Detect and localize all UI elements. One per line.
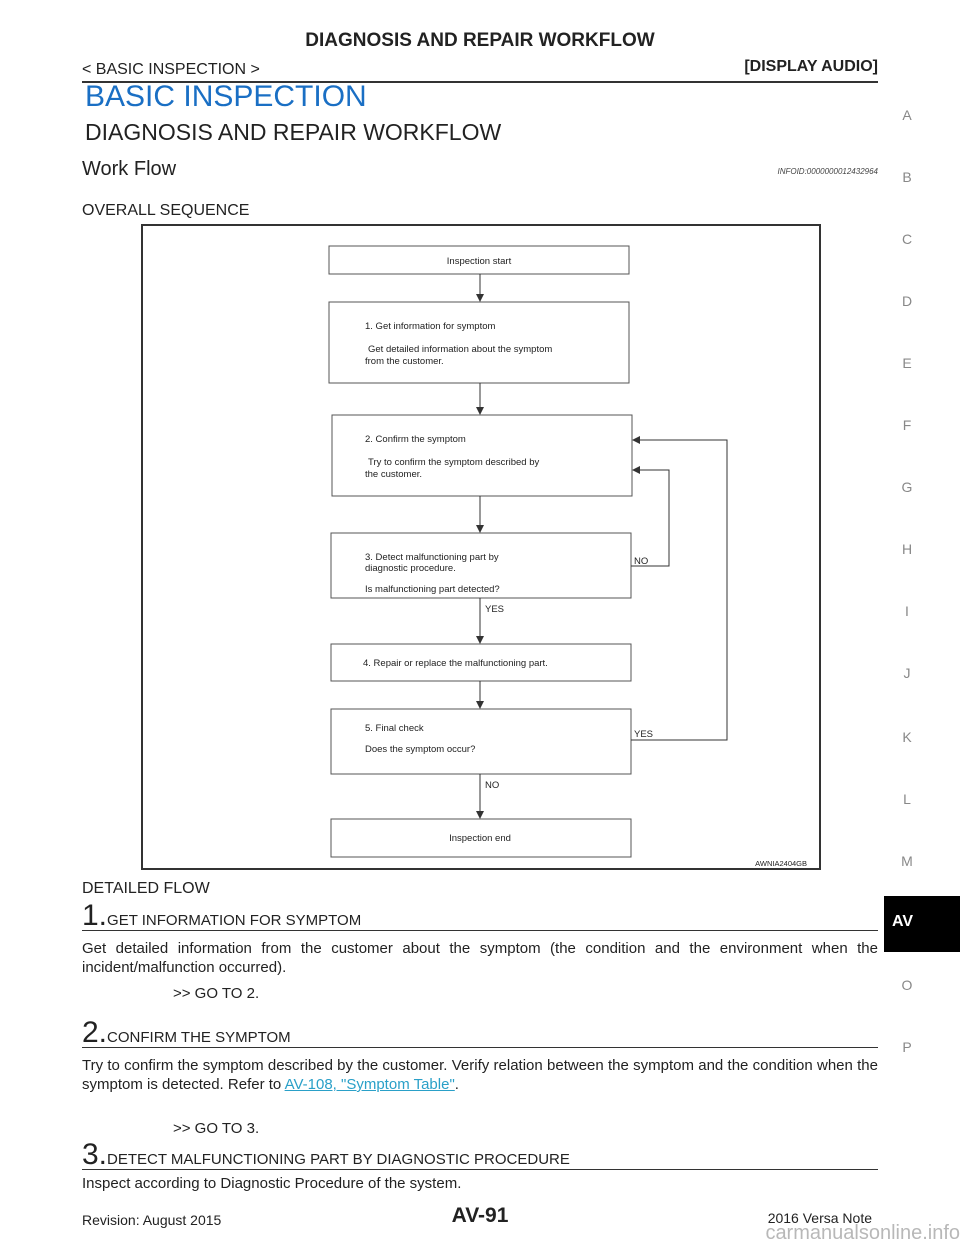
step-1-number: 1. (82, 899, 108, 932)
box-end (330, 818, 632, 858)
side-index-d[interactable]: D (901, 293, 913, 309)
box-2 (331, 414, 633, 497)
step-2-text: Try to confirm the symptom described by … (82, 1057, 878, 1093)
box-5 (330, 708, 632, 775)
box2-line3: the customer. (365, 469, 422, 480)
side-index-k[interactable]: K (902, 729, 912, 745)
side-index-m[interactable]: M (901, 853, 913, 869)
box5-line2: Does the symptom occur? (365, 744, 475, 755)
step-2-goto: >> GO TO 3. (173, 1120, 260, 1137)
watermark: carmanualsonline.info (765, 1222, 960, 1244)
subsection-title: DIAGNOSIS AND REPAIR WORKFLOW (85, 119, 502, 145)
box3-line3: Is malfunctioning part detected? (365, 584, 500, 595)
side-index-i[interactable]: I (905, 603, 909, 619)
side-index-e[interactable]: E (902, 355, 912, 371)
side-tab-av-label: AV (892, 913, 914, 930)
step-2-label: CONFIRM THE SYMPTOM (107, 1029, 291, 1046)
box-start (328, 245, 630, 275)
flowchart-svg: Inspection start 1. Get information for … (328, 245, 807, 868)
box2-line1: 2. Confirm the symptom (365, 434, 466, 445)
flowchart-figure: Inspection start 1. Get information for … (141, 224, 821, 870)
side-index-b[interactable]: B (902, 169, 912, 185)
figure-id: AWNIA2404GB (755, 859, 807, 868)
side-index-f[interactable]: F (902, 417, 912, 433)
label-yes-5: YES (634, 729, 653, 740)
side-tab-av[interactable] (884, 896, 960, 952)
side-index-h[interactable]: H (901, 541, 913, 557)
step-3-heading: 3.DETECT MALFUNCTIONING PART BY DIAGNOST… (82, 1138, 878, 1171)
box2-line2: Try to confirm the symptom described by (368, 457, 539, 468)
box3-line2: diagnostic procedure. (365, 563, 456, 574)
step-3-number: 3. (82, 1138, 108, 1171)
side-index-g[interactable]: G (901, 479, 913, 495)
box-end-text: Inspection end (449, 833, 511, 844)
side-index-j[interactable]: J (903, 665, 911, 681)
overall-sequence-label: OVERALL SEQUENCE (82, 202, 250, 219)
step-3-text: Inspect according to Diagnostic Procedur… (82, 1175, 462, 1192)
box5-line1: 5. Final check (365, 723, 424, 734)
arrow-5-yes-loop (631, 436, 728, 741)
step-2-heading: 2.CONFIRM THE SYMPTOM (82, 1016, 878, 1049)
side-index-o[interactable]: O (901, 977, 913, 993)
label-yes-3: YES (485, 604, 504, 615)
box-start-text: Inspection start (447, 256, 512, 267)
box-1 (328, 301, 630, 384)
box1-line2: Get detailed information about the sympt… (368, 344, 552, 355)
box-4 (330, 643, 632, 682)
step-1-label: GET INFORMATION FOR SYMPTOM (107, 912, 362, 929)
box3-line1: 3. Detect malfunctioning part by (365, 552, 499, 563)
box4-text: 4. Repair or replace the malfunctioning … (363, 658, 548, 669)
side-index-l[interactable]: L (903, 791, 911, 807)
box1-line3: from the customer. (365, 356, 444, 367)
step-1-goto: >> GO TO 2. (173, 985, 260, 1002)
section-title: BASIC INSPECTION (85, 80, 367, 113)
step-2-text-end: . (454, 1076, 459, 1093)
step-1-text: Get detailed information from the custom… (82, 940, 878, 976)
step-2-number: 2. (82, 1016, 108, 1049)
work-flow-heading: Work Flow (82, 158, 177, 180)
header-rule (82, 81, 878, 83)
side-index-c[interactable]: C (901, 231, 913, 247)
arrow-3-no-loop (631, 466, 670, 567)
info-id: INFOID:0000000012432964 (777, 167, 878, 176)
side-index-p[interactable]: P (902, 1039, 912, 1055)
section-tag: [DISPLAY AUDIO] (744, 58, 878, 75)
side-index-a[interactable]: A (902, 107, 912, 123)
step-3-label: DETECT MALFUNCTIONING PART BY DIAGNOSTIC… (107, 1151, 570, 1168)
detailed-flow-label: DETAILED FLOW (82, 880, 210, 897)
label-no-3: NO (634, 556, 648, 567)
breadcrumb: < BASIC INSPECTION > (82, 61, 260, 78)
footer-revision: Revision: August 2015 (82, 1212, 222, 1228)
label-no-5: NO (485, 780, 499, 791)
footer-model: 2016 Versa Note (767, 1210, 872, 1226)
step-1-heading: 1.GET INFORMATION FOR SYMPTOM (82, 899, 878, 932)
step-2-text-block: Try to confirm the symptom described by … (82, 1056, 878, 1094)
box1-line1: 1. Get information for symptom (365, 321, 495, 332)
footer-page-number: AV-91 (451, 1204, 509, 1227)
symptom-table-link[interactable]: AV-108, "Symptom Table" (284, 1076, 455, 1093)
page-header-title: DIAGNOSIS AND REPAIR WORKFLOW (305, 30, 655, 51)
